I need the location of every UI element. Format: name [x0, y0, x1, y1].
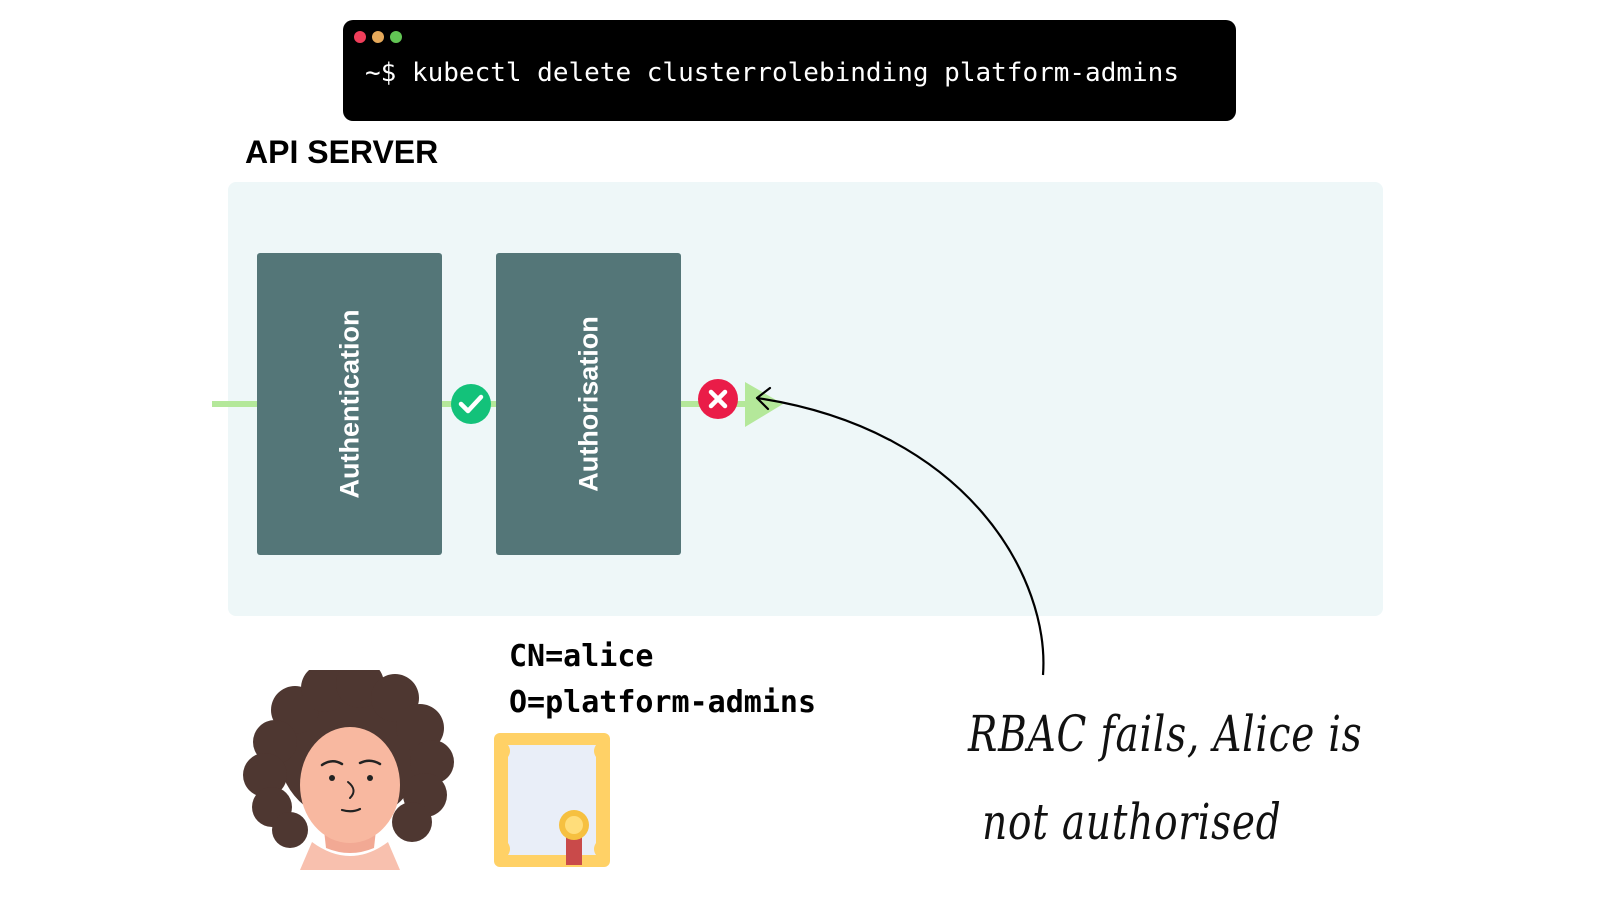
certificate-subject: CN=alice O=platform-admins	[509, 634, 816, 726]
authorisation-stage: Authorisation	[496, 253, 681, 555]
authentication-stage: Authentication	[257, 253, 442, 555]
rbac-annotation: RBAC fails, Alice is not authorised	[968, 690, 1363, 866]
authorisation-label: Authorisation	[573, 316, 603, 492]
certificate-org: O=platform-admins	[509, 685, 817, 720]
terminal-command: ~$ kubectl delete clusterrolebinding pla…	[365, 58, 1179, 88]
minimize-dot-icon	[372, 31, 384, 43]
certificate-icon	[494, 733, 610, 867]
close-dot-icon	[354, 31, 366, 43]
maximize-dot-icon	[390, 31, 402, 43]
certificate-cn: CN=alice	[509, 639, 654, 674]
terminal-window: ~$ kubectl delete clusterrolebinding pla…	[343, 20, 1236, 121]
alice-avatar	[243, 670, 454, 870]
api-server-title: API SERVER	[245, 134, 439, 170]
annotation-line-2: not authorised	[982, 793, 1282, 851]
annotation-line-1: RBAC fails, Alice is	[968, 705, 1363, 763]
authentication-label: Authentication	[334, 309, 364, 499]
